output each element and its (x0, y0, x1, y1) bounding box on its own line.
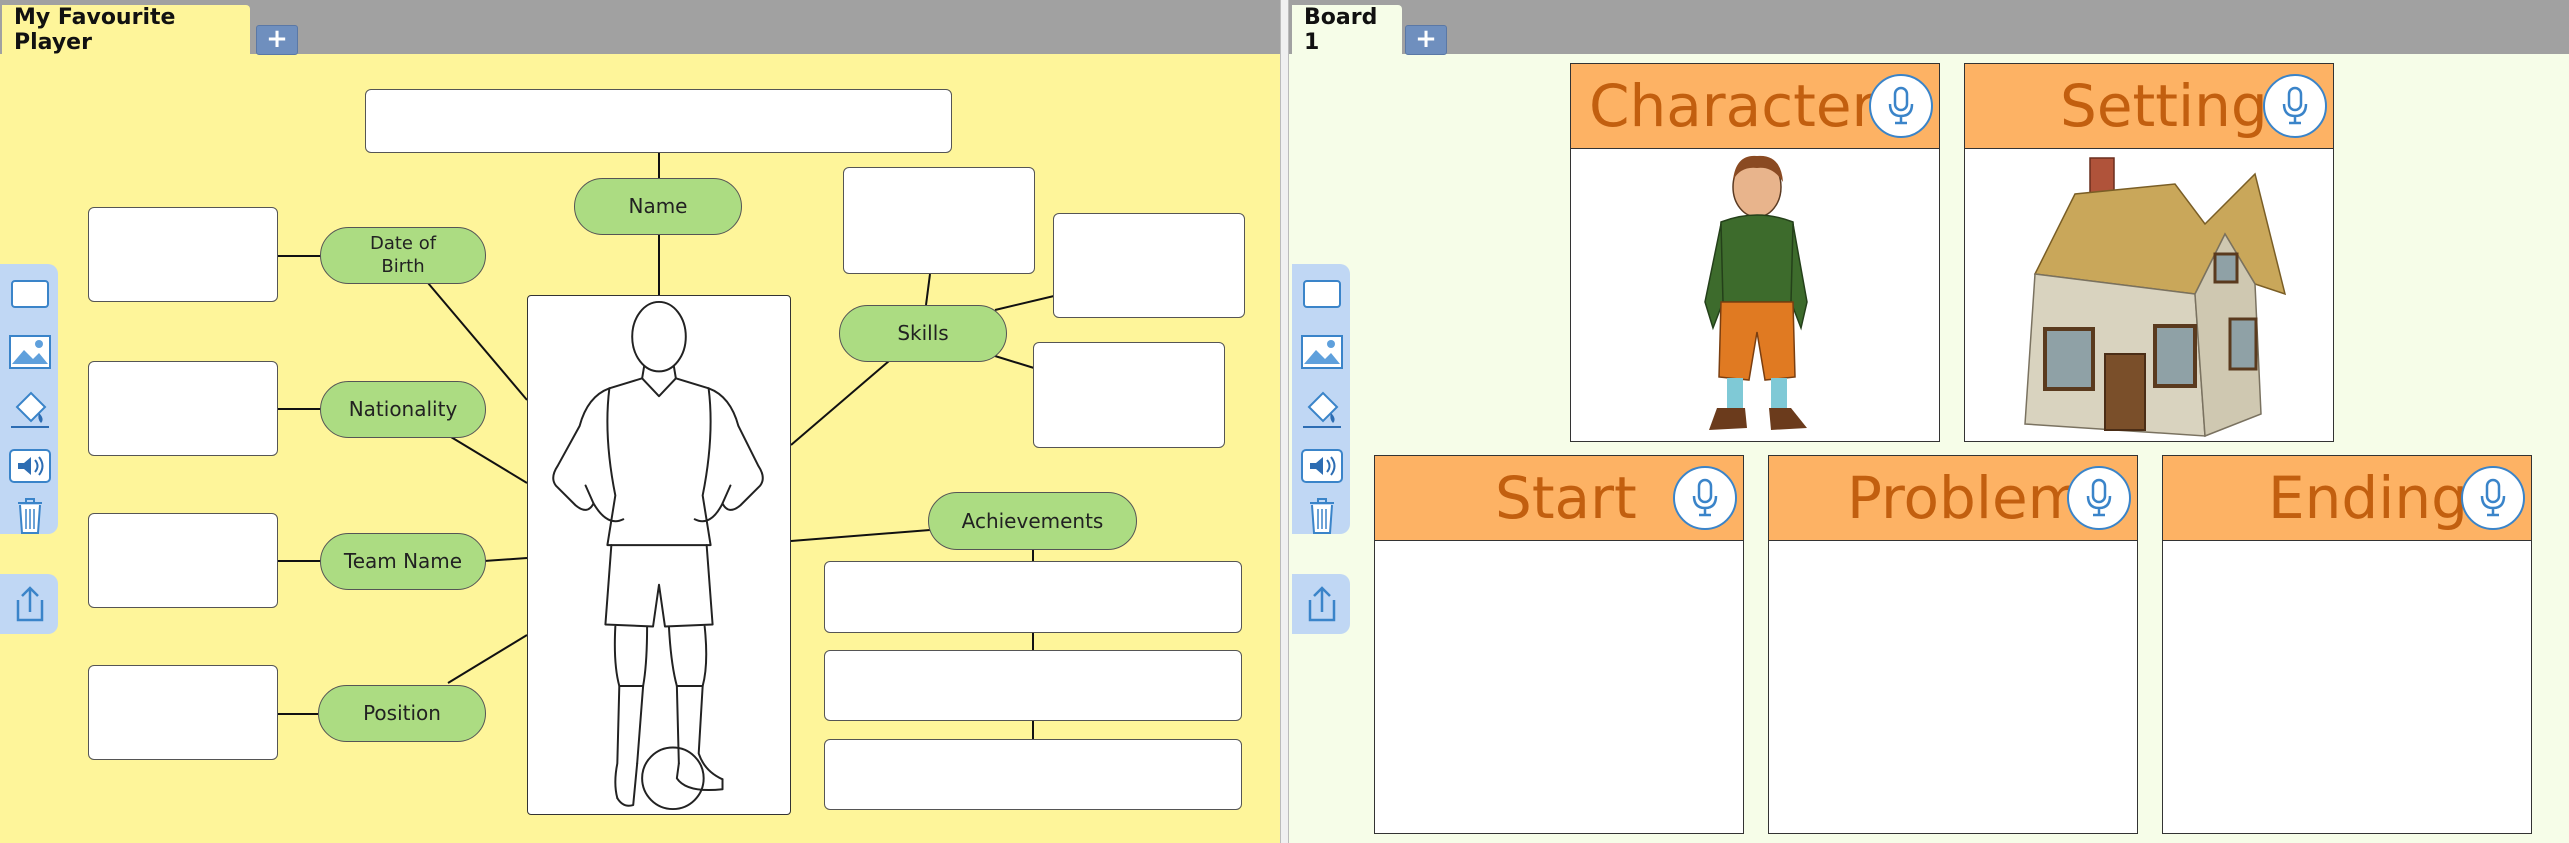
fill-tool[interactable] (1300, 386, 1344, 430)
card-header: Setting (1965, 64, 2333, 149)
microphone-icon (1888, 86, 1914, 125)
achievement-box[interactable] (824, 739, 1242, 810)
dob-box[interactable] (88, 207, 278, 302)
card-title: Problem (1847, 464, 2085, 532)
left-panel: My Favourite Player + (0, 0, 1280, 843)
characters-card[interactable]: Characters (1570, 63, 1940, 442)
dob-label: Date of Birth (320, 227, 486, 284)
image-tool[interactable] (8, 330, 52, 374)
tab-board-1[interactable]: Board 1 (1292, 4, 1402, 55)
tab-my-favourite-player[interactable]: My Favourite Player (2, 4, 250, 55)
sound-tool[interactable] (1300, 444, 1344, 488)
card-header: Characters (1571, 64, 1939, 149)
add-tab-button[interactable]: + (1405, 25, 1447, 55)
position-label: Position (318, 685, 486, 742)
fill-tool[interactable] (8, 386, 52, 430)
right-tab-bar: Board 1 + (1289, 0, 2569, 55)
microphone-icon (2480, 478, 2506, 517)
left-toolbar (0, 264, 58, 534)
card-title: Start (1495, 464, 1637, 532)
skill-box[interactable] (843, 167, 1035, 274)
trash-icon (18, 498, 42, 534)
player-name-box[interactable] (365, 89, 952, 153)
team-name-label-text: Team Name (343, 549, 463, 573)
card-title: Setting (2060, 72, 2268, 140)
achievements-label: Achievements (928, 492, 1137, 550)
team-name-box[interactable] (88, 513, 278, 608)
sound-icon (9, 449, 51, 483)
right-share-bar (1292, 574, 1350, 634)
skills-label-text: Skills (897, 321, 949, 345)
card-title: Characters (1589, 72, 1906, 140)
team-name-label: Team Name (320, 533, 486, 590)
delete-tool[interactable] (1300, 498, 1344, 534)
connector-lines (277, 152, 1055, 739)
position-label-text: Position (363, 701, 441, 725)
left-tab-bar: My Favourite Player + (0, 0, 1280, 55)
boy-character-image (1704, 155, 1808, 430)
plus-icon: + (1415, 24, 1437, 54)
tab-label: My Favourite Player (14, 4, 176, 55)
start-card[interactable]: Start (1374, 455, 1744, 834)
fill-icon (1303, 391, 1341, 428)
share-icon (16, 586, 44, 622)
skill-box[interactable] (1053, 213, 1245, 318)
delete-tool[interactable] (8, 498, 52, 534)
text-box-tool[interactable] (8, 272, 52, 316)
card-header: Problem (1769, 456, 2137, 541)
achievement-box[interactable] (824, 561, 1242, 633)
player-image[interactable] (527, 295, 791, 815)
name-label-text: Name (628, 194, 688, 218)
dob-label-text: Date of Birth (369, 233, 437, 277)
card-header: Start (1375, 456, 1743, 541)
sound-tool[interactable] (8, 444, 52, 488)
image-tool[interactable] (1300, 330, 1344, 374)
panel-divider[interactable] (1280, 0, 1289, 843)
cottage-image (2024, 157, 2287, 438)
share-icon (1308, 586, 1336, 622)
sound-icon (1301, 449, 1343, 483)
achievement-box[interactable] (824, 650, 1242, 721)
problem-card[interactable]: Problem (1768, 455, 2138, 834)
card-header: Ending (2163, 456, 2531, 541)
name-label: Name (574, 178, 742, 235)
image-icon (1301, 335, 1343, 369)
ending-card[interactable]: Ending (2162, 455, 2532, 834)
nationality-box[interactable] (88, 361, 278, 456)
plus-icon: + (266, 24, 288, 54)
position-box[interactable] (88, 665, 278, 760)
left-share-bar (0, 574, 58, 634)
record-button[interactable] (2263, 74, 2327, 138)
add-tab-button[interactable]: + (256, 25, 298, 55)
record-button[interactable] (2461, 466, 2525, 530)
footballer-outline-icon (552, 300, 764, 811)
text-box-tool[interactable] (1300, 272, 1344, 316)
record-button[interactable] (1869, 74, 1933, 138)
fill-icon (11, 391, 49, 428)
trash-icon (1310, 498, 1334, 534)
image-icon (9, 335, 51, 369)
skills-label: Skills (839, 305, 1007, 362)
card-title: Ending (2268, 464, 2468, 532)
skill-box[interactable] (1033, 342, 1225, 448)
tab-label: Board 1 (1304, 4, 1378, 55)
share-button[interactable] (1300, 582, 1344, 626)
record-button[interactable] (1673, 466, 1737, 530)
setting-card[interactable]: Setting (1964, 63, 2334, 442)
record-button[interactable] (2067, 466, 2131, 530)
right-panel: Board 1 + Characters (1289, 0, 2569, 843)
text-box-icon (11, 280, 49, 308)
microphone-icon (2282, 86, 2308, 125)
share-button[interactable] (8, 582, 52, 626)
microphone-icon (1692, 478, 1718, 517)
microphone-icon (2086, 478, 2112, 517)
text-box-icon (1303, 280, 1341, 308)
nationality-label-text: Nationality (348, 397, 458, 421)
nationality-label: Nationality (320, 381, 486, 438)
achievements-label-text: Achievements (961, 508, 1104, 533)
right-toolbar (1292, 264, 1350, 534)
